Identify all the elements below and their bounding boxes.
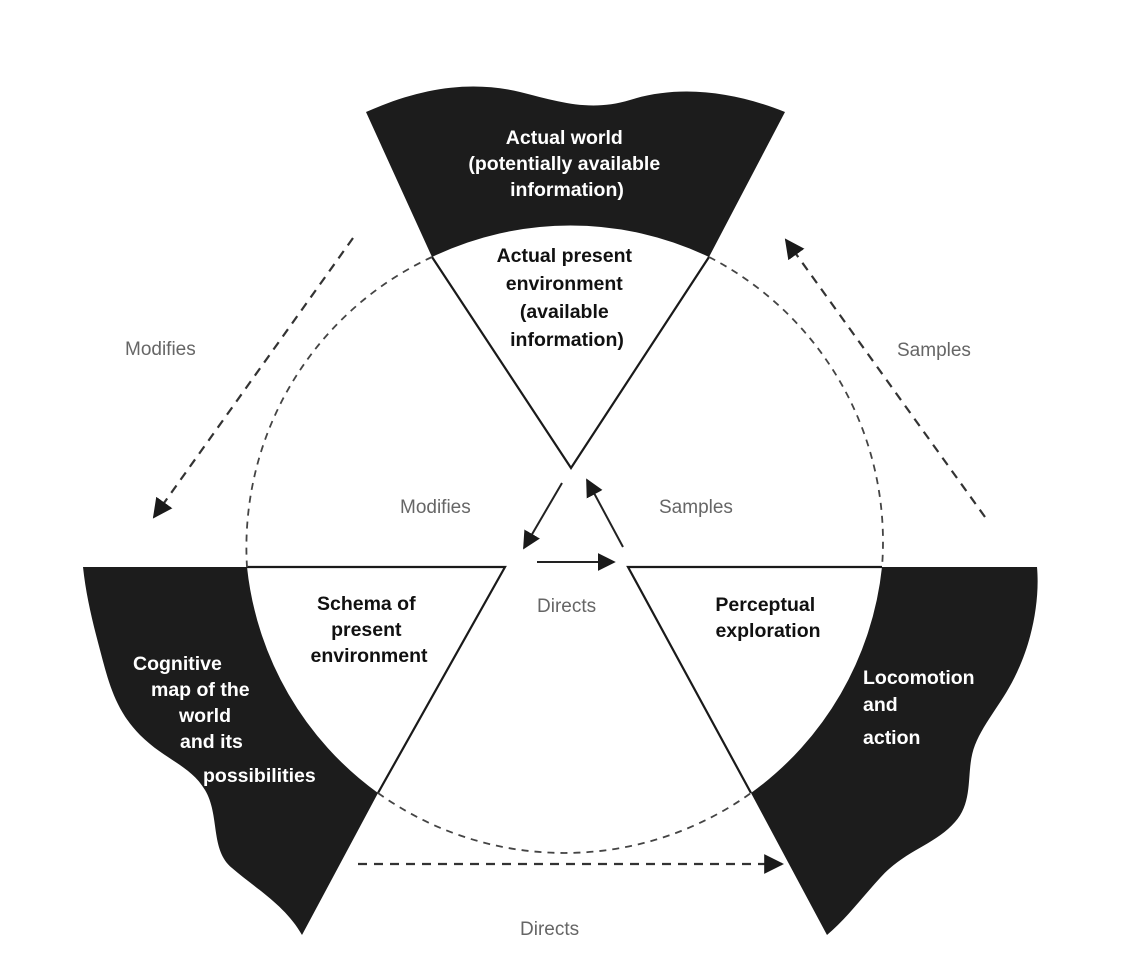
locomotion-region	[751, 567, 1038, 935]
schema-outline	[247, 565, 507, 794]
schema-label: Schema of present environment	[310, 593, 428, 667]
cycle-arc-bottom	[377, 792, 752, 854]
inner-samples-label: Samples	[659, 497, 733, 518]
inner-modifies-label: Modifies	[400, 497, 471, 518]
inner-directs-label: Directs	[537, 596, 596, 617]
outer-samples-label: Samples	[897, 340, 971, 361]
perceptual-exploration-outline	[626, 565, 882, 794]
inner-samples-arrow	[586, 478, 624, 548]
actual-world-region	[366, 86, 785, 258]
cycle-arc-right	[708, 256, 884, 568]
cognitive-map-label: Cognitive map of the world and its possi…	[133, 653, 316, 787]
outer-samples-arrow	[784, 238, 986, 518]
outer-directs-label: Directs	[520, 919, 579, 940]
perceptual-exploration-label: Perceptual exploration	[715, 594, 820, 642]
outer-modifies-label: Modifies	[125, 339, 196, 360]
actual-world-label: Actual world (potentially available info…	[468, 127, 665, 201]
actual-present-environment-outline	[431, 256, 710, 471]
cycle-arc-left	[245, 256, 433, 568]
inner-modifies-arrow	[523, 482, 563, 550]
cognitive-map-region	[83, 567, 378, 935]
locomotion-label: Locomotion and action	[863, 667, 980, 749]
actual-present-environment-label: Actual present environment (available in…	[497, 245, 638, 351]
outer-modifies-arrow	[152, 237, 354, 519]
